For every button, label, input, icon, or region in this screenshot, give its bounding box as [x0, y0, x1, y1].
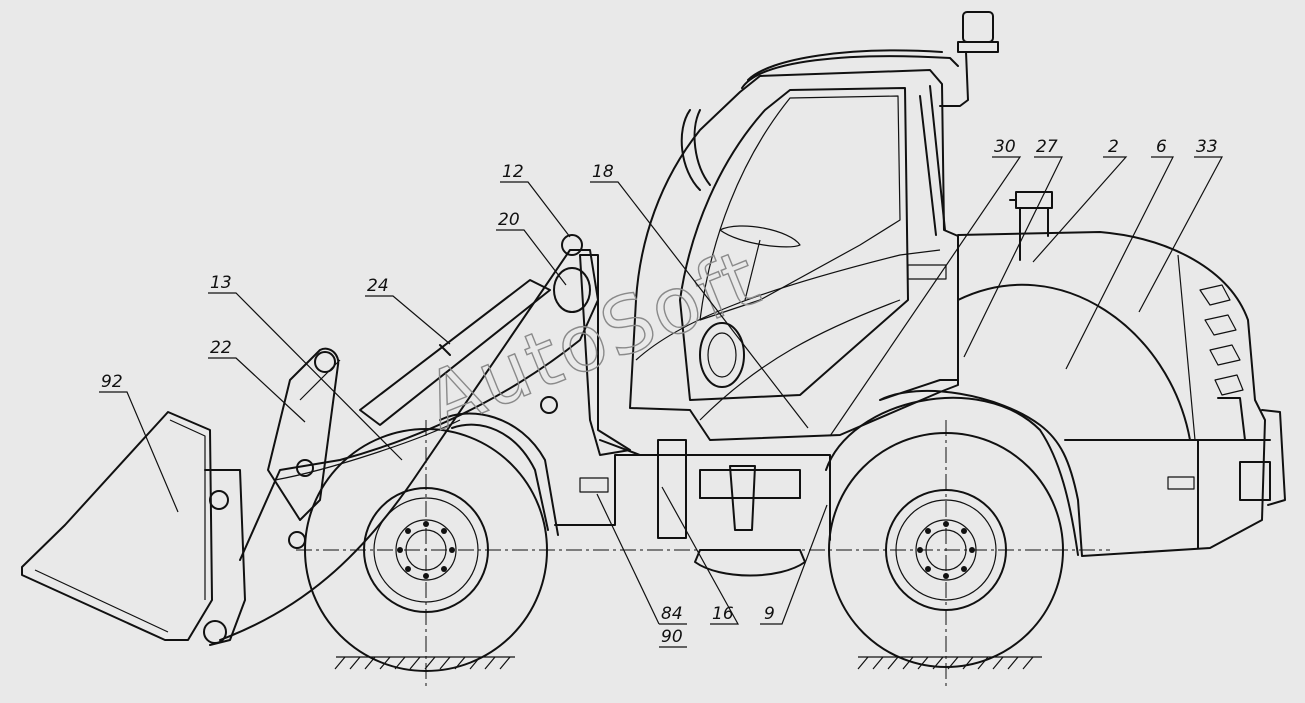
- steering-wheel: [719, 225, 801, 301]
- loader-boom: [219, 249, 599, 641]
- front-fender: [439, 412, 559, 536]
- bucket-link: [204, 469, 246, 646]
- pin-frame: [540, 396, 558, 414]
- frame-plate-left: [579, 477, 609, 493]
- front-frame-tower: [579, 254, 631, 456]
- callout-2: 2: [1032, 137, 1128, 263]
- hydraulic-valve: [553, 267, 591, 313]
- callout-20: 20: [496, 210, 567, 286]
- cab-outline: [629, 69, 959, 441]
- svg-text:30: 30: [994, 137, 1016, 157]
- svg-text:18: 18: [592, 162, 614, 182]
- drive-shaft: [694, 465, 806, 577]
- cab-roof-rail: [741, 49, 959, 89]
- ground-hatch-rear: [857, 656, 1042, 670]
- pin-lever-mid: [296, 459, 314, 477]
- svg-text:12: 12: [502, 162, 524, 182]
- tilt-lever: [267, 347, 340, 521]
- svg-text:22: 22: [210, 338, 232, 358]
- front-wheel: [304, 428, 548, 672]
- callout-27: 27: [963, 137, 1063, 358]
- pump-unit: [699, 469, 801, 499]
- cab-porthole-inner: [707, 332, 737, 378]
- pin-bucket-bottom: [203, 620, 227, 644]
- pin-boom-top: [561, 234, 583, 256]
- callout-9: 9: [760, 504, 828, 625]
- rear-hitch: [1217, 397, 1286, 506]
- cab-lower-panel: [635, 249, 941, 421]
- pin-lever-top: [314, 351, 336, 373]
- callout-84: 84: [596, 493, 687, 625]
- rear-wheel: [828, 432, 1064, 668]
- svg-text:20: 20: [498, 210, 520, 230]
- svg-text:16: 16: [712, 604, 734, 624]
- svg-text:9: 9: [764, 604, 775, 624]
- cab-window: [699, 95, 901, 321]
- exhaust-pipe: [1009, 191, 1053, 261]
- callout-22: 22: [208, 338, 306, 423]
- main-frame: [554, 439, 831, 541]
- lift-cylinder: [359, 279, 551, 426]
- axle-centerlines: [296, 420, 1110, 690]
- rear-grille-outline: [1177, 254, 1244, 441]
- bucket-inner: [34, 419, 206, 633]
- svg-text:84: 84: [661, 604, 683, 624]
- callout-92: 92: [99, 372, 179, 513]
- callout-18: 18: [590, 162, 809, 429]
- cab-door-frame: [679, 87, 909, 401]
- callout-6: 6: [1065, 137, 1174, 370]
- pin-boom-lower: [288, 531, 306, 549]
- svg-text:27: 27: [1036, 137, 1058, 157]
- engine-hood-curve: [957, 283, 1191, 441]
- callout-13: 13: [208, 273, 403, 461]
- callout-12: 12: [500, 162, 571, 238]
- callout-90: 90: [659, 627, 687, 648]
- cab-porthole: [699, 322, 745, 388]
- rear-counterweight: [1064, 439, 1271, 549]
- svg-text:24: 24: [367, 276, 389, 296]
- svg-text:13: 13: [210, 273, 232, 293]
- beacon-light: [939, 11, 999, 107]
- cab-side-pillar: [919, 85, 946, 236]
- svg-text:33: 33: [1196, 137, 1218, 157]
- articulation-block: [657, 439, 687, 539]
- callout-33: 33: [1138, 137, 1224, 313]
- pin-bucket-top: [209, 490, 229, 510]
- bucket: [21, 411, 213, 641]
- callout-16: 16: [661, 486, 740, 625]
- callout-30: 30: [829, 137, 1022, 437]
- svg-text:6: 6: [1156, 137, 1167, 157]
- ground-hatch-front: [334, 656, 515, 670]
- cab-mirror-bracket: [907, 264, 947, 280]
- callout-24: 24: [365, 276, 451, 345]
- svg-text:92: 92: [101, 372, 123, 392]
- rear-plate: [1167, 476, 1195, 490]
- svg-text:2: 2: [1108, 137, 1119, 157]
- svg-text:90: 90: [661, 627, 683, 647]
- cab-grab-handle: [680, 109, 711, 191]
- rear-body: [879, 231, 1266, 557]
